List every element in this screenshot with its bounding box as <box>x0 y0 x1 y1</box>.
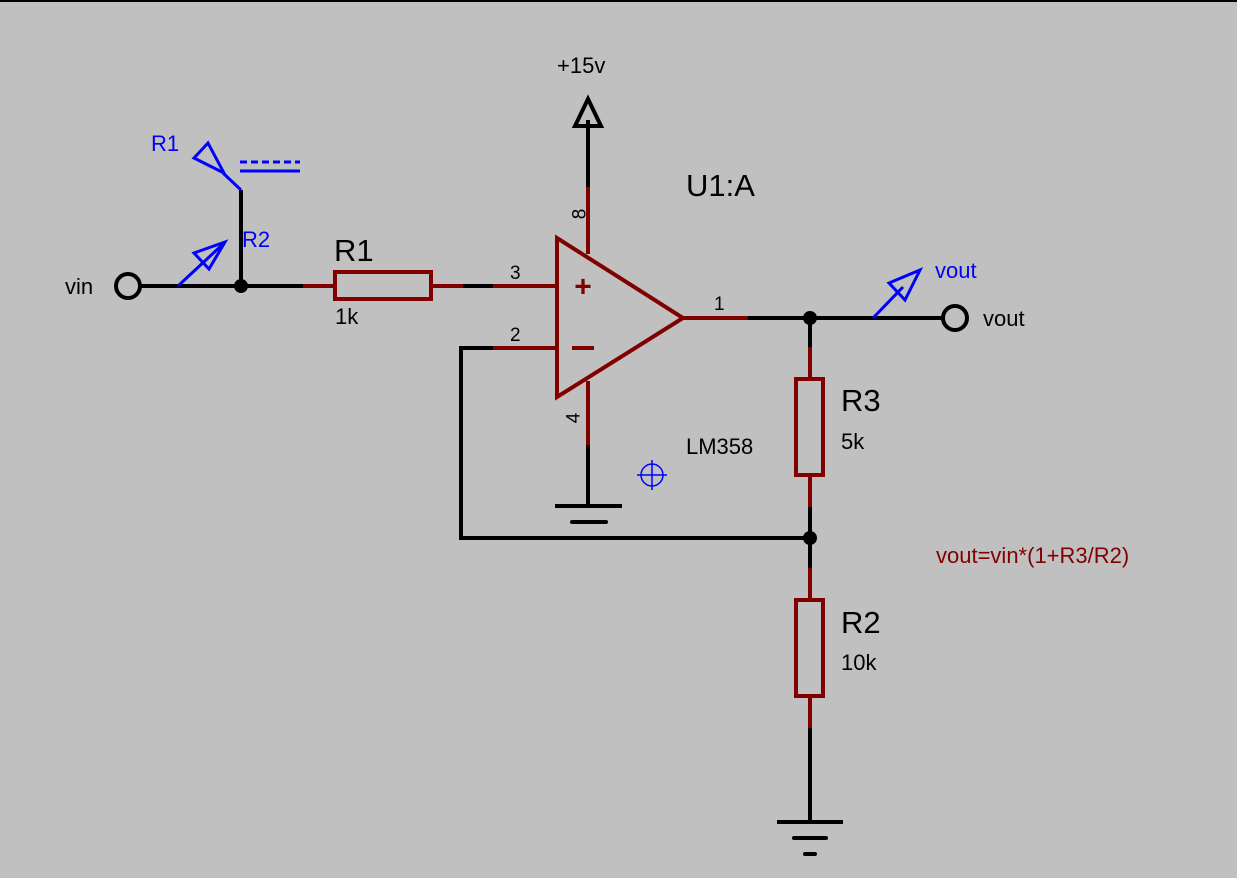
input-terminal-label: vin <box>65 274 93 299</box>
probe-arrow-icon <box>886 267 924 303</box>
probe-stem <box>176 243 224 288</box>
r2-body <box>794 598 825 698</box>
output-voltage-probe[interactable] <box>871 267 924 320</box>
dc-probe-label: R1 <box>151 131 179 156</box>
opamp-part: LM358 <box>686 434 753 459</box>
gain-equation: vout=vin*(1+R3/R2) <box>936 543 1129 568</box>
junction-dot <box>803 531 817 545</box>
r1-value: 1k <box>335 304 359 329</box>
pin2-number: 2 <box>510 325 521 346</box>
r3-value: 5k <box>841 429 865 454</box>
input-probe-label: R2 <box>242 227 270 252</box>
opamp-ref: U1:A <box>686 168 755 203</box>
probe-stem <box>221 171 243 192</box>
output-terminal-label: vout <box>983 306 1025 331</box>
pin8-number: 8 <box>570 209 591 220</box>
r3-ref: R3 <box>841 383 881 418</box>
r1-body <box>333 270 433 301</box>
pin1-number: 1 <box>714 294 725 315</box>
r1-ref: R1 <box>334 233 374 268</box>
ground-icon <box>555 504 622 524</box>
output-terminal[interactable] <box>941 304 969 332</box>
power-arrow-icon[interactable] <box>571 94 605 128</box>
terminal-circle-icon <box>114 272 142 300</box>
ground-icon <box>777 820 843 856</box>
resistor-r2[interactable] <box>794 568 825 728</box>
r2-value: 10k <box>841 650 877 675</box>
window-top-border <box>0 0 1237 2</box>
dc-voltage-probe[interactable] <box>191 140 300 192</box>
r3-body <box>794 377 825 477</box>
opamp-u1a[interactable]: + <box>493 187 748 445</box>
noninv-input-symbol: + <box>574 271 592 304</box>
probe-arrow-icon <box>191 239 229 272</box>
input-terminal[interactable] <box>114 272 142 300</box>
probe-arrow-icon <box>191 140 228 177</box>
opamp-triangle <box>555 234 687 401</box>
r2-ref: R2 <box>841 605 881 640</box>
output-probe-label: vout <box>935 258 977 283</box>
resistor-r1[interactable] <box>303 270 463 301</box>
wire-feedback[interactable] <box>459 346 810 540</box>
power-label: +15v <box>557 53 605 78</box>
input-voltage-probe[interactable] <box>176 239 229 288</box>
terminal-circle-icon <box>941 304 969 332</box>
resistor-r3[interactable] <box>794 347 825 507</box>
component-origin-icon <box>637 460 667 490</box>
pin4-number: 4 <box>564 412 585 423</box>
pin3-number: 3 <box>510 263 521 284</box>
